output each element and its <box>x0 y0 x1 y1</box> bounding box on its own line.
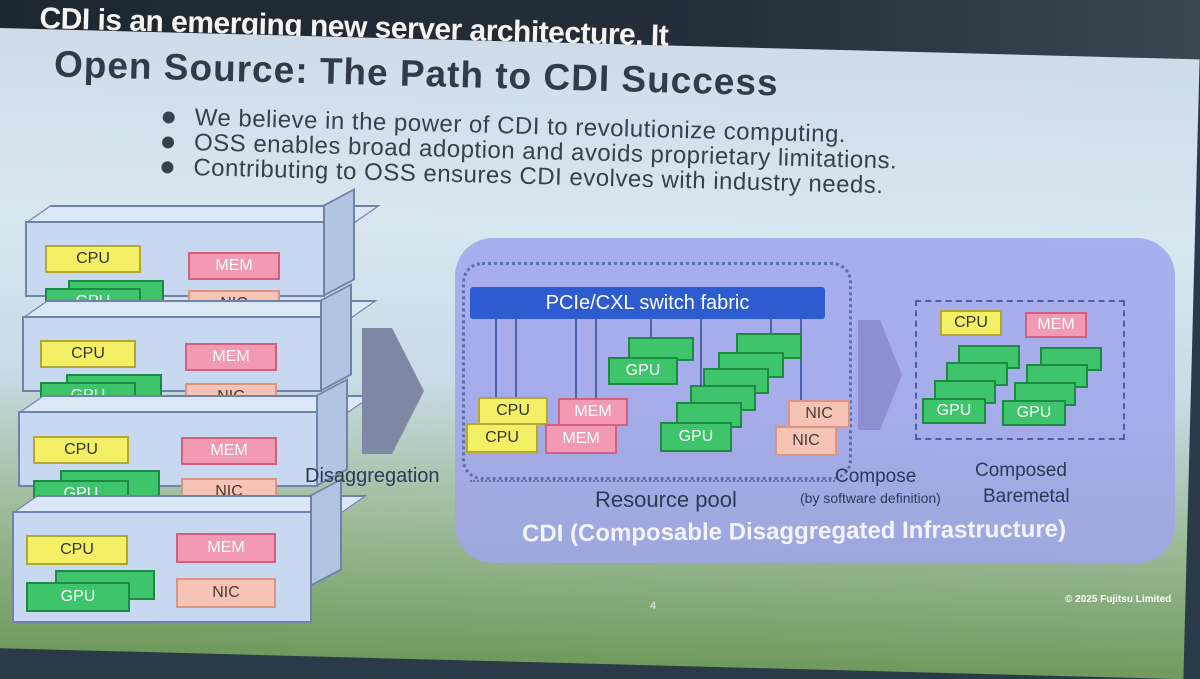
fabric-connector-line <box>700 318 702 423</box>
fabric-connector-line <box>595 318 597 430</box>
cpu-chip: CPU <box>478 397 548 425</box>
nic-chip: NIC <box>775 426 837 456</box>
cpu-chip: CPU <box>26 535 128 565</box>
gpu-chip: GPU <box>608 357 678 385</box>
slide-title: Open Source: The Path to CDI Success <box>53 43 780 104</box>
mem-chip: MEM <box>185 343 277 371</box>
mem-chip: MEM <box>558 398 628 426</box>
nic-chip: NIC <box>176 578 276 608</box>
server-side-face <box>320 282 352 392</box>
pool-baseline <box>470 480 835 482</box>
compose-sub-label: (by software definition) <box>800 490 941 506</box>
copyright-notice: © 2025 Fujitsu Limited <box>1065 594 1172 605</box>
gpu-chip: GPU <box>922 398 986 424</box>
mem-chip: MEM <box>545 424 617 454</box>
fabric-connector-line <box>800 318 802 423</box>
compose-label: Compose <box>835 466 917 487</box>
fabric-connector-line <box>515 318 517 428</box>
cpu-chip: CPU <box>466 423 538 453</box>
cpu-chip: CPU <box>940 310 1002 336</box>
switch-fabric-bar: PCIe/CXL switch fabric <box>470 287 825 319</box>
server-side-face <box>323 187 355 297</box>
cdi-caption: CDI (Composable Disaggregated Infrastruc… <box>521 515 1067 548</box>
fabric-connector-line <box>575 318 577 428</box>
resource-pool-label: Resource pool <box>595 487 737 512</box>
cpu-chip: CPU <box>45 245 141 273</box>
gpu-chip: GPU <box>26 582 130 612</box>
mem-chip: MEM <box>176 533 276 563</box>
cpu-chip: CPU <box>33 436 129 464</box>
mem-chip: MEM <box>188 252 280 280</box>
nic-chip: NIC <box>788 400 850 428</box>
cpu-chip: CPU <box>40 340 136 368</box>
gpu-chip: GPU <box>1002 400 1066 426</box>
fabric-connector-line <box>650 318 652 348</box>
page-number: 4 <box>650 600 657 612</box>
disaggregation-label: Disaggregation <box>305 465 440 487</box>
gpu-chip: GPU <box>660 422 732 452</box>
composed-baremetal-box <box>915 300 1125 440</box>
composed-label: Composed <box>975 460 1067 481</box>
disaggregation-arrow-icon <box>362 328 424 454</box>
resource-pool-boundary <box>462 262 852 480</box>
mem-chip: MEM <box>1025 312 1087 338</box>
compose-arrow-icon <box>858 320 902 430</box>
fabric-connector-line <box>495 318 497 423</box>
mem-chip: MEM <box>181 437 277 465</box>
bullet-list: We believe in the power of CDI to revolu… <box>161 104 898 199</box>
baremetal-label: Baremetal <box>983 486 1070 507</box>
server-side-face <box>310 477 342 587</box>
